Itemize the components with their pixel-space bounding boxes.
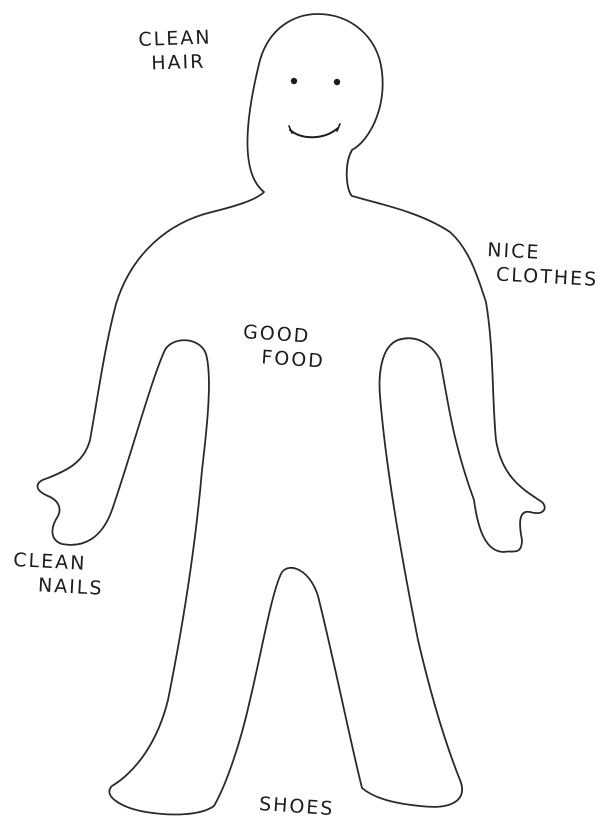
label-clean-nails: CLEAN NAILS bbox=[11, 548, 105, 601]
smile bbox=[290, 128, 338, 137]
right-eye bbox=[334, 79, 340, 85]
label-shoes: SHOES bbox=[258, 792, 335, 821]
label-good-food-line-2: FOOD bbox=[261, 345, 326, 373]
label-good-food-line-1: GOOD bbox=[242, 320, 327, 350]
label-nice-clothes: NICE CLOTHES bbox=[485, 238, 599, 292]
label-clean-nails-line-1: CLEAN bbox=[13, 548, 106, 577]
body-outline bbox=[38, 14, 545, 814]
label-good-food: GOOD FOOD bbox=[241, 320, 328, 374]
label-shoes-line-1: SHOES bbox=[258, 792, 335, 821]
label-clean-hair-line-1: CLEAN bbox=[138, 25, 212, 52]
label-clean-nails-line-2: NAILS bbox=[37, 573, 104, 600]
left-eye bbox=[291, 78, 297, 84]
label-clean-hair: CLEAN HAIR bbox=[138, 25, 213, 76]
label-clean-hair-line-2: HAIR bbox=[151, 49, 213, 75]
